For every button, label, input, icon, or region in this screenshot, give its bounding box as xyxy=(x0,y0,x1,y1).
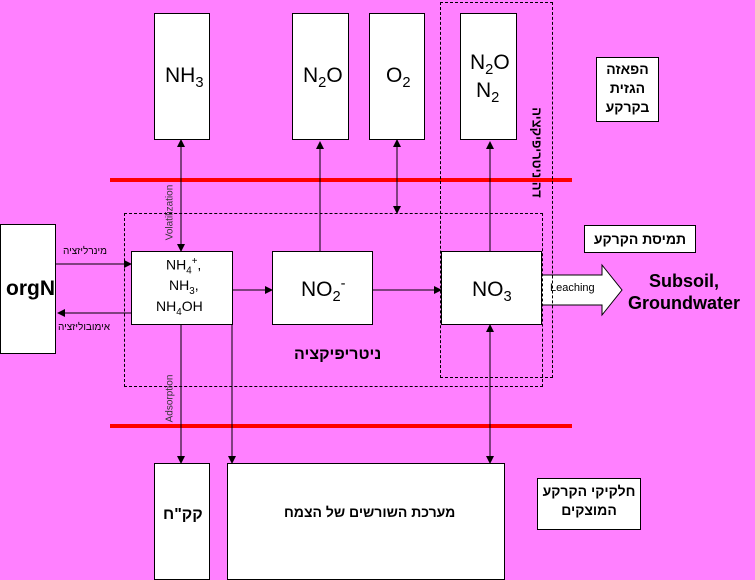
solid-phase-line1: חלקיקי הקרקע xyxy=(542,483,636,499)
gas-phase-note: הפאזה הגזית בקרקע xyxy=(596,57,659,122)
no3-label: NO3 xyxy=(472,278,512,306)
soil-solution-region xyxy=(124,213,543,387)
denitrification-region xyxy=(440,2,553,378)
cec-box: קק"ח xyxy=(154,463,210,580)
denit-gases-box: N2O N2 xyxy=(460,13,517,140)
root-system-box: מערכת השורשים של הצמח xyxy=(227,463,505,580)
solid-phase-line2: המוצקים xyxy=(561,501,617,518)
no2-label: NO2- xyxy=(301,276,346,306)
groundwater-line2: Groundwater xyxy=(627,292,740,313)
solid-phase-note: חלקיקי הקרקע המוצקים xyxy=(537,478,641,530)
mineralization-label: מינרליזציה xyxy=(63,246,108,257)
volatilization-label: Volatilization xyxy=(164,184,176,241)
root-system-label: מערכת השורשים של הצמח xyxy=(284,504,456,520)
denit-n2o-label: N2O xyxy=(470,51,510,79)
nh3-box: NH3 xyxy=(154,13,210,140)
ammonium-box: NH4+, NH3, NH4OH xyxy=(131,251,233,325)
gas-phase-line2: הגזית xyxy=(609,79,646,96)
leaching-arrow xyxy=(540,263,623,317)
orgn-label: orgN xyxy=(6,277,55,300)
leaching-label: Leaching xyxy=(550,282,595,294)
groundwater-line1: Subsoil, xyxy=(648,271,719,291)
n2o-label: N2O xyxy=(303,64,343,92)
denit-n2-label: N2 xyxy=(476,79,500,107)
n2o-box: N2O xyxy=(292,13,349,140)
immobilization-label: אימובוליזציה xyxy=(58,322,111,333)
soil-solution-note: תמיסת הקרקע xyxy=(584,225,696,253)
cec-label: קק"ח xyxy=(163,506,203,523)
nh4-line1: NH4+, xyxy=(166,256,202,277)
groundwater-label: Subsoil, Groundwater xyxy=(619,271,749,314)
orgn-box: orgN xyxy=(0,224,56,354)
denitrification-label: דה ניטריפיקציה xyxy=(529,107,545,198)
o2-label: O2 xyxy=(386,64,411,92)
adsorption-label: Adsorption xyxy=(164,374,176,423)
nitrate-box: NO3 xyxy=(441,251,542,325)
nh4-line2: NH3, xyxy=(169,277,199,297)
nh4-line3: NH4OH xyxy=(156,298,203,318)
nitrification-label: ניטריפיקציה xyxy=(294,346,382,363)
nh3-label: NH3 xyxy=(165,64,204,92)
gas-phase-line3: בקרקע xyxy=(605,98,650,115)
o2-box: O2 xyxy=(369,13,425,140)
gas-phase-line1: הפאזה xyxy=(606,61,649,77)
nitrite-box: NO2- xyxy=(272,251,373,325)
